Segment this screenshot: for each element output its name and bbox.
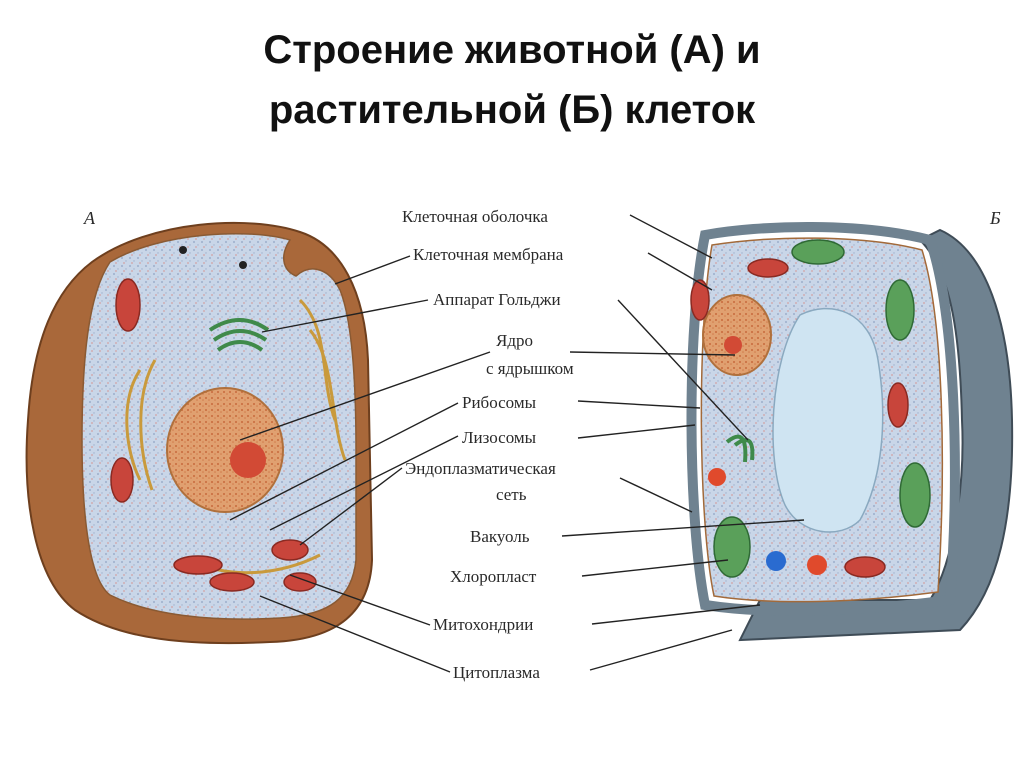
label-mitochondria: Митохондрии xyxy=(433,615,533,634)
title-line-2: растительной (Б) клеток xyxy=(268,88,756,132)
plant-cell-wall-outer xyxy=(738,228,1014,642)
label-cytoplasm: Цитоплазма xyxy=(453,663,540,682)
label-er-2: сеть xyxy=(496,485,527,504)
label-vacuole: Вакуоль xyxy=(470,527,530,546)
label-lysosomes: Лизосомы xyxy=(462,428,537,447)
label-chloroplast: Хлоропласт xyxy=(450,567,537,586)
plant-golgi xyxy=(725,434,755,463)
label-nucleolus: с ядрышком xyxy=(486,359,574,378)
title-line-1: Строение животной (А) и xyxy=(263,28,761,72)
animal-nucleus xyxy=(166,387,284,513)
animal-cell-letter: А xyxy=(83,208,96,228)
label-cell-membrane: Клеточная мембрана xyxy=(413,245,564,264)
labels: Клеточная оболочка Клеточная мембрана Ап… xyxy=(402,207,574,682)
animal-cell: А xyxy=(25,208,374,645)
plant-vacuole xyxy=(772,307,884,533)
label-ribosomes: Рибосомы xyxy=(462,393,537,412)
plant-nucleolus xyxy=(724,336,742,354)
plant-mitochondria xyxy=(690,258,909,578)
plant-cell: Б xyxy=(686,208,1014,642)
plant-cell-letter: Б xyxy=(989,208,1001,228)
animal-mitochondria xyxy=(110,278,317,592)
page-title: Строение животной (А) и растительной (Б)… xyxy=(0,20,1024,140)
plant-chloroplasts xyxy=(713,239,931,578)
animal-nucleolus xyxy=(230,442,266,478)
label-nucleus: Ядро xyxy=(496,331,533,350)
label-er-1: Эндоплазматическая xyxy=(405,459,556,478)
plant-nucleus xyxy=(702,294,772,376)
leader-lines xyxy=(229,214,805,673)
label-cell-wall: Клеточная оболочка xyxy=(402,207,548,226)
label-golgi: Аппарат Гольджи xyxy=(433,290,561,309)
plant-cell-wall xyxy=(686,222,960,616)
animal-golgi xyxy=(208,318,270,352)
